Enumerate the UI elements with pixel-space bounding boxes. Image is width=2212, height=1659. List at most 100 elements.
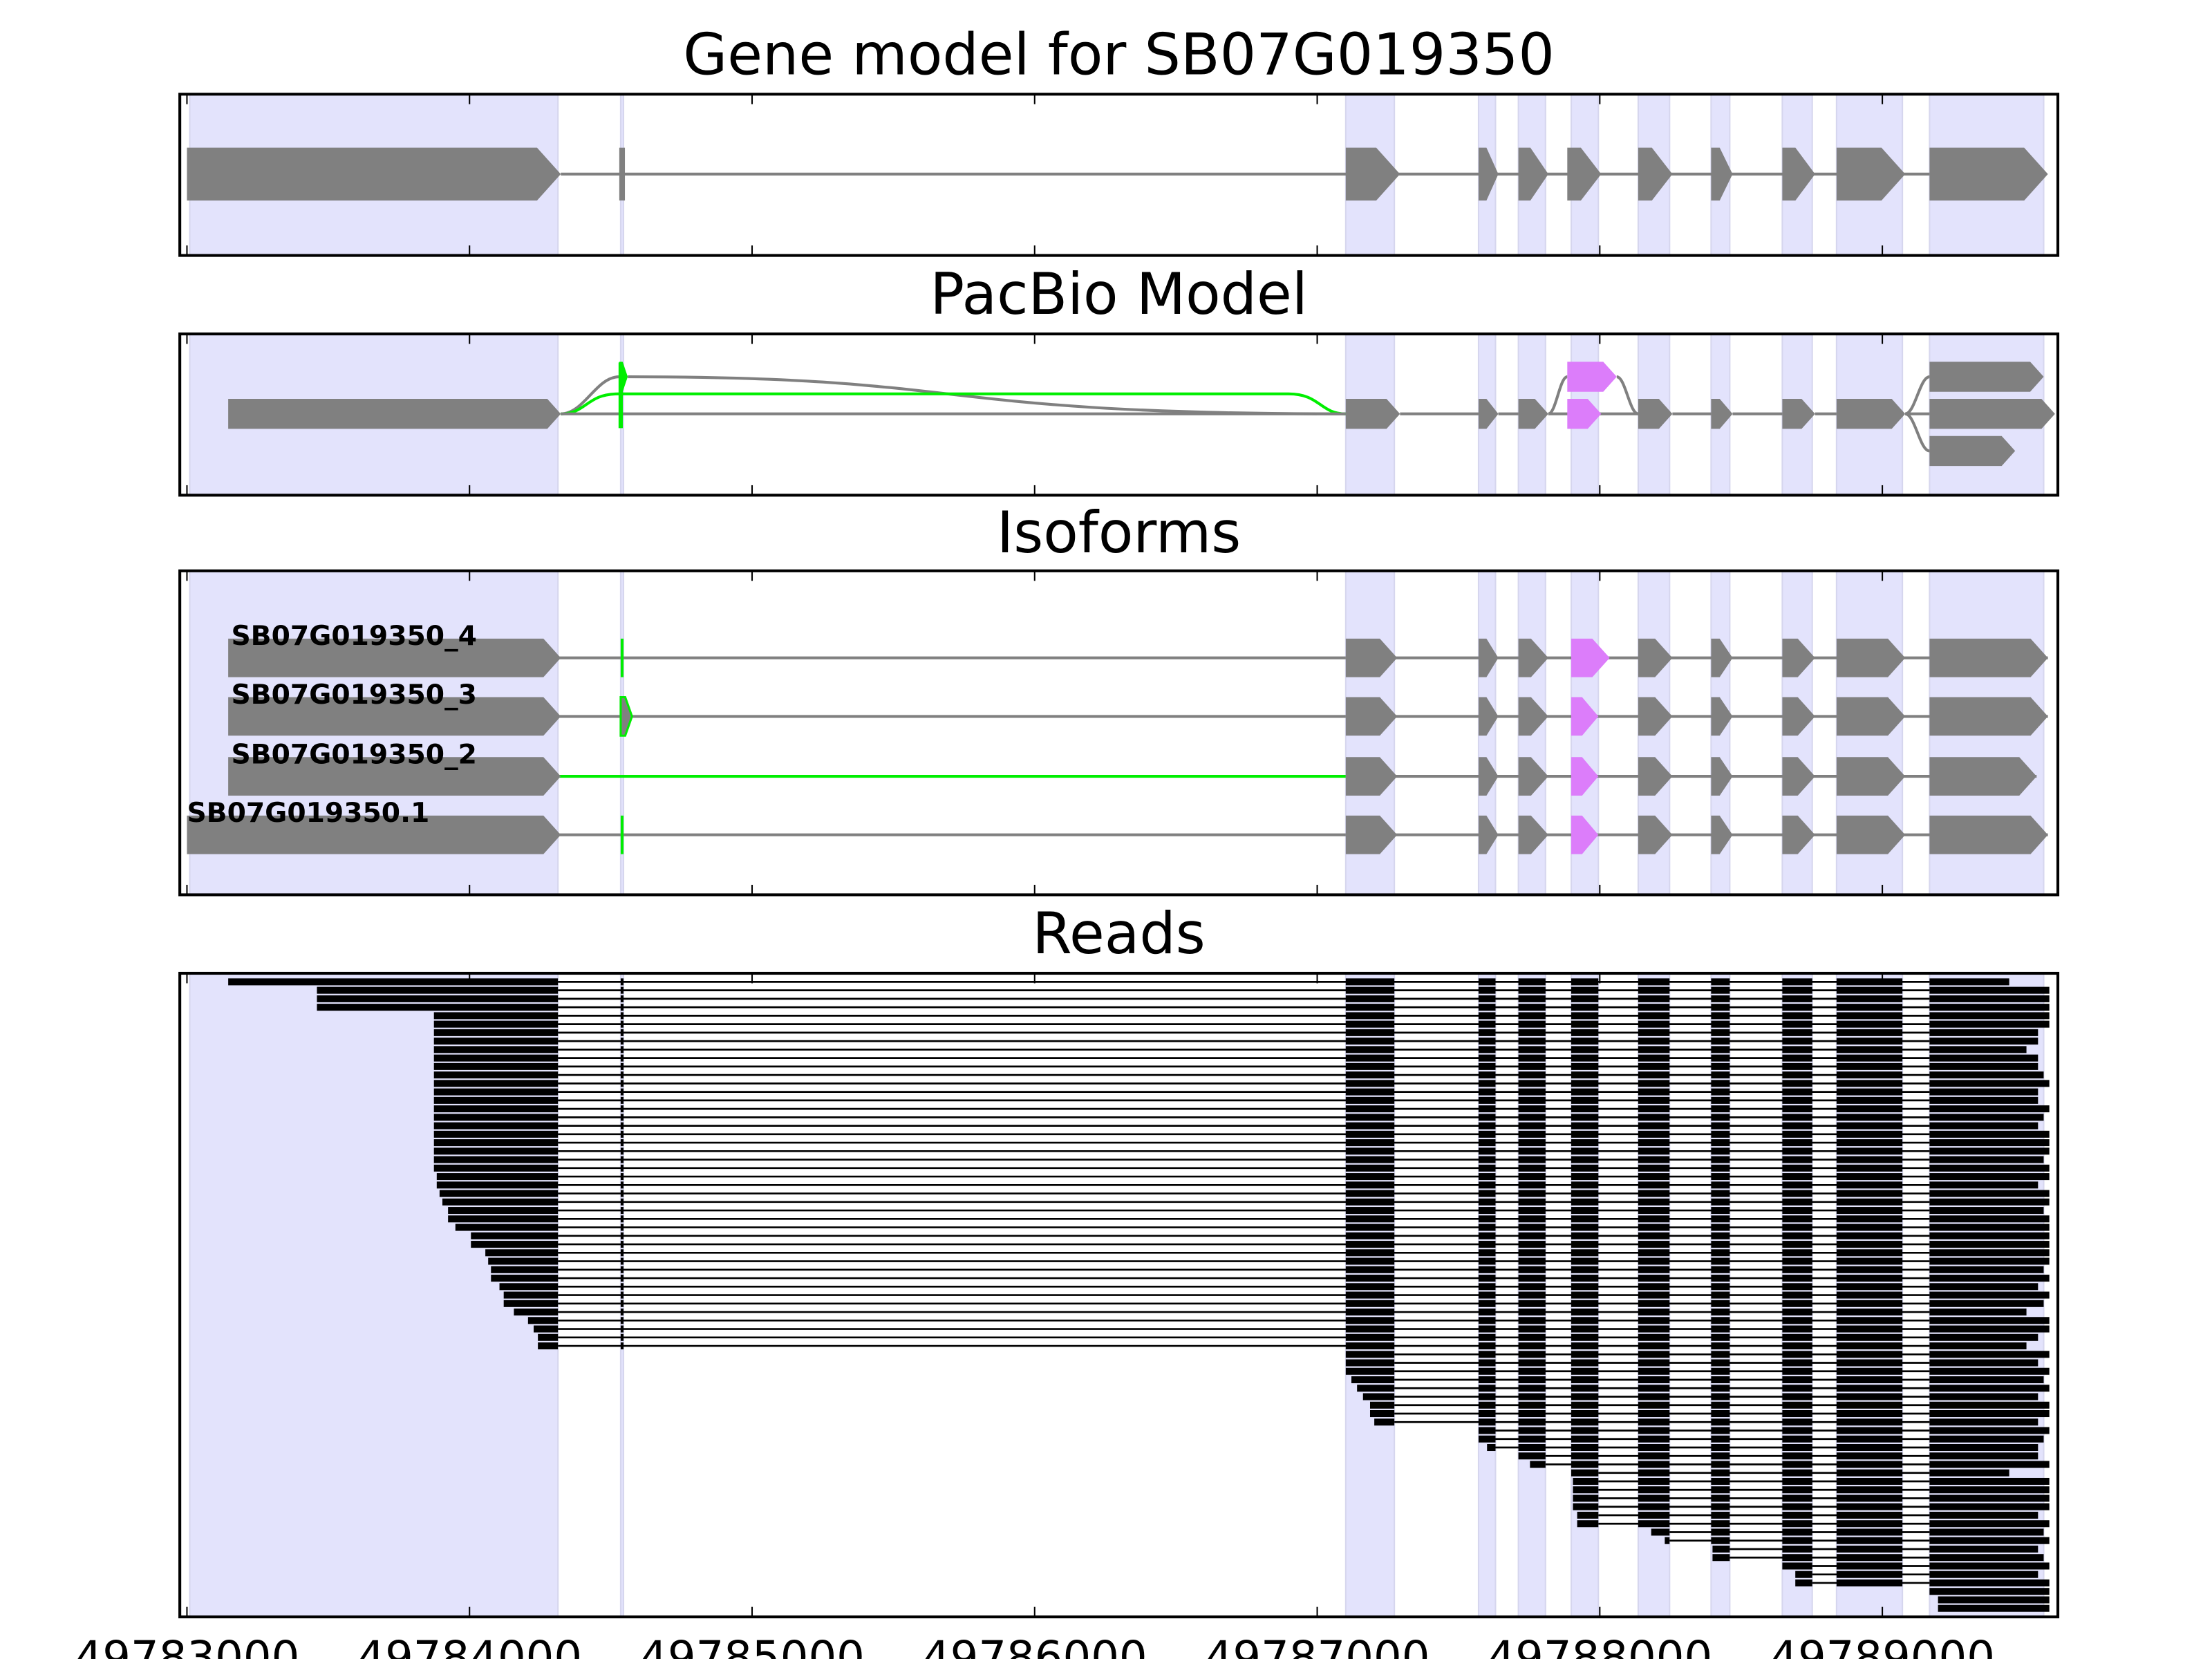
read-block (538, 1333, 559, 1341)
read-block (433, 1038, 559, 1045)
isoform-label: SB07G019350_4 (231, 621, 477, 652)
read-block (1518, 1333, 1546, 1341)
read-block (620, 1309, 624, 1316)
isoform-exon (1711, 815, 1733, 854)
read-block (1782, 1385, 1812, 1392)
read-block (1573, 1486, 1599, 1494)
isoform-exon (1929, 697, 2048, 736)
read-block (1836, 1309, 1903, 1316)
read-block (1478, 1275, 1496, 1282)
read-block (1929, 1401, 2050, 1409)
read-block (1571, 1207, 1599, 1215)
read-block (1518, 1309, 1546, 1316)
read-block (1929, 1359, 2038, 1367)
read-block (1711, 1511, 1730, 1519)
read-block (620, 1054, 624, 1062)
read (455, 1224, 2050, 1231)
read-block (1478, 1164, 1496, 1172)
read-block (317, 986, 559, 994)
read-block (499, 1283, 559, 1291)
read-block (433, 1020, 559, 1028)
read-block (1782, 1088, 1812, 1096)
read-block (1836, 1351, 1903, 1358)
read-block (620, 1190, 624, 1197)
read (433, 1054, 2038, 1062)
read-block (1518, 1351, 1546, 1358)
read-block (1478, 1342, 1496, 1350)
read-block (1374, 1418, 1395, 1426)
read-block (1929, 1062, 2038, 1070)
isoform-exon (1478, 638, 1499, 677)
read-block (1518, 1080, 1546, 1087)
read-block (1518, 1020, 1546, 1028)
read-block (1929, 1427, 2050, 1434)
read-block (1638, 1249, 1670, 1257)
read-block (620, 1156, 624, 1163)
pacbio-exon (1782, 399, 1815, 429)
read (1345, 1351, 2050, 1358)
read-block (491, 1266, 559, 1273)
read-block (1478, 1181, 1496, 1189)
read-block (1518, 1241, 1546, 1248)
read-block (1836, 1114, 1903, 1121)
read-block (1782, 1232, 1812, 1239)
read-block (1478, 1283, 1496, 1291)
novel-micro-exon (619, 362, 628, 392)
read-block (1345, 1122, 1395, 1130)
read-block (1518, 1190, 1546, 1197)
read-block (620, 1325, 624, 1333)
read (1530, 1461, 2050, 1468)
read-block (1345, 1029, 1395, 1036)
read-block (1711, 1477, 1730, 1485)
read (1487, 1443, 2038, 1452)
read-block (1518, 1029, 1546, 1036)
read-block (1638, 1359, 1670, 1367)
read-block (1345, 1062, 1395, 1070)
read-block (1638, 1139, 1670, 1147)
read-block (433, 1046, 559, 1053)
read-block (1711, 1207, 1730, 1215)
read-block (1782, 1528, 1812, 1536)
read-block (1571, 1359, 1599, 1367)
read-block (1712, 1554, 1730, 1562)
read-block (1711, 1114, 1730, 1121)
read-block (1782, 1342, 1812, 1350)
read-block (1638, 1291, 1670, 1299)
gene-model-exon (1711, 147, 1733, 201)
read-block (1782, 1537, 1812, 1544)
read-block (1782, 1309, 1812, 1316)
read-block (1571, 1409, 1599, 1418)
read-block (1518, 1300, 1546, 1307)
read-block (1478, 1224, 1496, 1231)
read-block (1571, 1249, 1599, 1257)
read-block (1929, 1333, 2038, 1341)
read-block (1665, 1537, 1670, 1544)
read-block (1711, 1393, 1730, 1400)
read-block (1571, 1418, 1599, 1426)
read-block (1782, 1173, 1812, 1181)
read-block (1571, 1317, 1599, 1324)
pacbio-exon (1567, 399, 1602, 429)
read-block (620, 1096, 624, 1104)
read-block (1478, 1376, 1496, 1384)
x-tick-label: 49784000 (357, 1633, 582, 1659)
read-block (1638, 1046, 1670, 1053)
read (491, 1275, 2050, 1282)
read-block (1571, 1232, 1599, 1239)
read-block (1345, 1173, 1395, 1181)
read-block (1929, 1579, 2050, 1586)
read-block (1638, 1207, 1670, 1215)
x-tick-label: 49788000 (1487, 1633, 1712, 1659)
read-block (1571, 1046, 1599, 1053)
read-block (1929, 1241, 2050, 1248)
read-block (1638, 1164, 1670, 1172)
read-block (1518, 1427, 1546, 1434)
read-block (1929, 1156, 2044, 1163)
read-block (1929, 1038, 2038, 1045)
isoform-exon (1836, 697, 1906, 736)
read-block (1638, 1096, 1670, 1104)
read-block (1836, 1198, 1903, 1206)
read (1938, 1596, 2050, 1604)
read-block (1518, 1376, 1546, 1384)
read-block (1836, 1232, 1903, 1239)
